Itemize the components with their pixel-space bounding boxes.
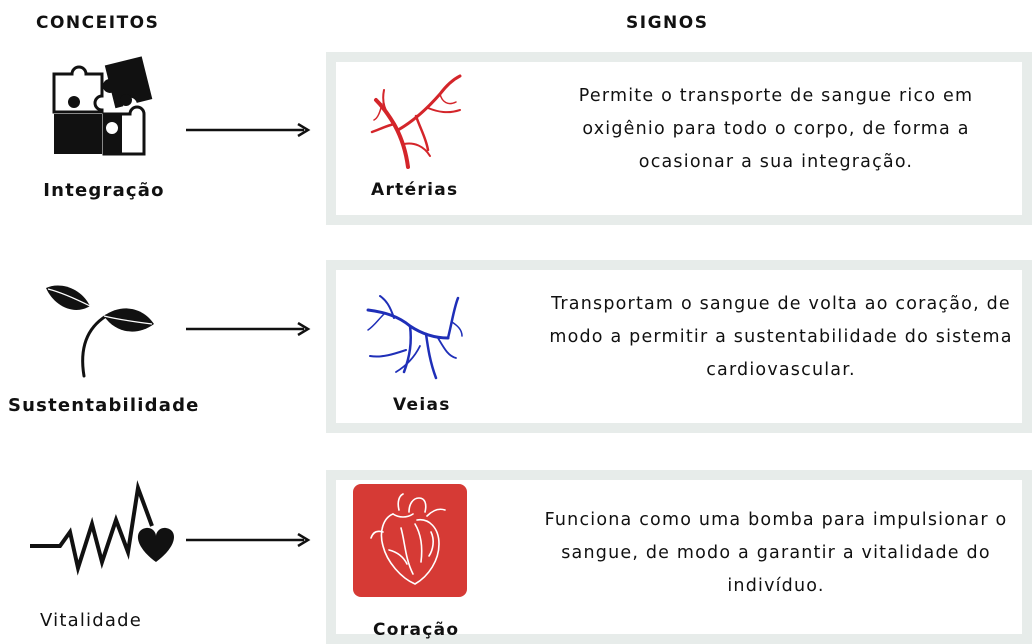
- sign-name-veias: Veias: [393, 395, 451, 415]
- heart-anatomy-icon: [353, 484, 467, 597]
- sign-description-veias: Transportam o sangue de volta ao coração…: [549, 294, 1013, 380]
- sign-description-arterias: Permite o transporte de sangue rico em o…: [578, 86, 974, 172]
- concept-label-integracao: Integração: [43, 180, 165, 201]
- sign-card-coracao: Coração Funciona como uma bomba para imp…: [326, 470, 1032, 644]
- arteries-icon: [368, 72, 468, 172]
- arrow-icon: [186, 122, 311, 141]
- puzzle-icon: [50, 52, 155, 157]
- sign-card-arterias: Artérias Permite o transporte de sangue …: [326, 52, 1032, 225]
- concept-label-sustentabilidade: Sustentabilidade: [8, 395, 200, 416]
- concepts-header: CONCEITOS: [36, 13, 160, 33]
- signs-header: SIGNOS: [626, 13, 709, 33]
- sign-description-coracao: Funciona como uma bomba para impulsionar…: [544, 510, 1008, 596]
- veins-icon: [364, 292, 464, 382]
- concept-label-vitalidade: Vitalidade: [40, 610, 142, 631]
- heartbeat-icon: [30, 480, 180, 580]
- arrow-icon: [186, 532, 311, 551]
- sprout-icon: [40, 280, 160, 380]
- sign-name-coracao: Coração: [373, 620, 460, 640]
- sign-card-veias: Veias Transportam o sangue de volta ao c…: [326, 260, 1032, 433]
- arrow-icon: [186, 321, 311, 340]
- sign-name-arterias: Artérias: [371, 180, 459, 200]
